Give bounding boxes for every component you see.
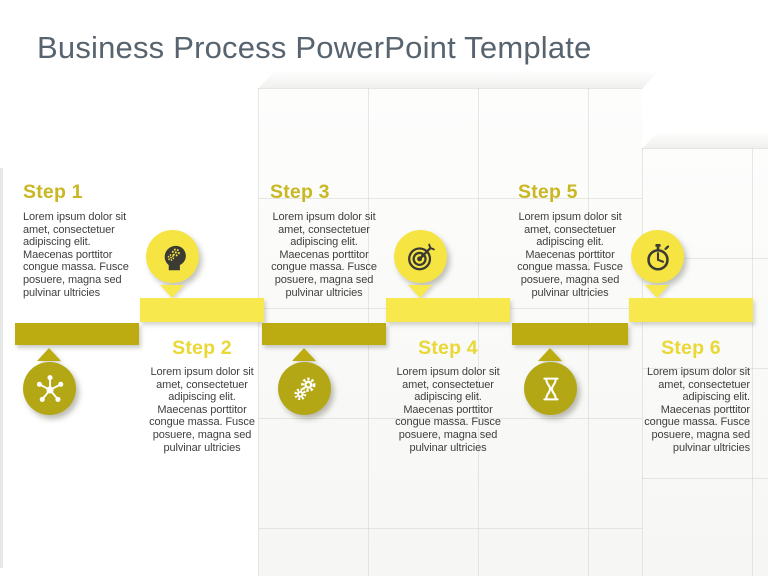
step-description: Lorem ipsum dolor sit amet, consectetuer… [271,211,377,299]
step-icon-badge [524,362,577,415]
step-bar [512,323,628,345]
slide-title: Business Process PowerPoint Template [37,30,592,65]
arrow-up-icon [37,348,61,361]
arrow-down-icon [645,285,669,298]
step-icon-badge [394,230,447,283]
step-bar [386,298,510,322]
step-bar [629,298,753,322]
arrow-down-icon [408,285,432,298]
step-description: Lorem ipsum dolor sit amet, consectetuer… [644,366,750,454]
step-icon-badge [631,230,684,283]
step-bar [15,323,139,345]
step-title: Step 5 [518,181,578,203]
cube-top-face [258,70,660,89]
stopwatch-icon [646,243,669,271]
step-5-section: Step 5 Lorem ipsum dolor sit amet, conse… [512,180,628,480]
step-4-section: Step 4 Lorem ipsum dolor sit amet, conse… [386,180,510,480]
step-bar [140,298,264,322]
hourglass-icon [542,377,559,400]
step-description: Lorem ipsum dolor sit amet, consectetuer… [517,211,623,299]
step-description: Lorem ipsum dolor sit amet, consectetuer… [23,211,129,299]
arrow-up-icon [292,348,316,361]
step-3-section: Step 3 Lorem ipsum dolor sit amet, conse… [262,180,386,480]
step-2-section: Step 2 Lorem ipsum dolor sit amet, conse… [140,180,264,480]
network-icon [36,374,63,402]
step-icon-badge [23,362,76,415]
target-icon [407,243,435,270]
cube-top-face [642,131,768,149]
step-icon-badge [146,230,199,283]
step-title: Step 6 [661,337,721,359]
step-title: Step 3 [270,181,330,203]
arrow-down-icon [160,285,184,298]
step-icon-badge [278,362,331,415]
step-title: Step 1 [23,181,83,203]
step-description: Lorem ipsum dolor sit amet, consectetuer… [395,366,501,454]
arrow-up-icon [538,348,562,361]
step-1-section: Step 1 Lorem ipsum dolor sit amet, conse… [15,180,139,480]
step-title: Step 4 [418,337,478,359]
step-bar [262,323,386,345]
head-gears-icon [164,245,186,270]
gears-icon [293,377,315,400]
step-6-section: Step 6 Lorem ipsum dolor sit amet, conse… [629,180,753,480]
background-edge [0,168,3,568]
cube-wall [642,148,768,576]
step-title: Step 2 [172,337,232,359]
step-description: Lorem ipsum dolor sit amet, consectetuer… [149,366,255,454]
